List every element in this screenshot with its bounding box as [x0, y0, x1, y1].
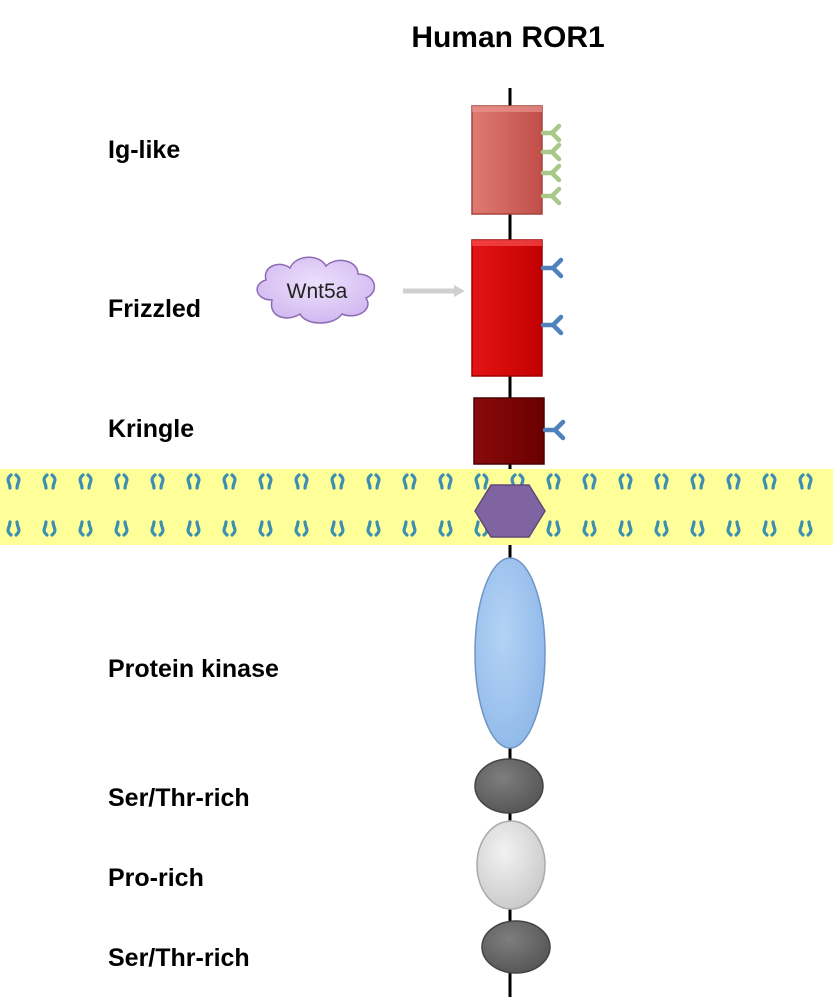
cloud-icon	[256, 256, 376, 324]
transmembrane-domain	[474, 484, 546, 538]
label-protein-kinase: Protein kinase	[108, 655, 279, 683]
frizzled-domain	[471, 239, 561, 377]
label-ser-thr-rich-1: Ser/Thr-rich	[108, 784, 250, 812]
wnt5a-ligand: Wnt5a	[256, 256, 376, 324]
ser-thr-rich-domain-1	[474, 758, 544, 814]
ser-thr-rich-domain-2	[481, 920, 551, 974]
pro-rich-domain	[476, 820, 546, 910]
cell-membrane	[0, 469, 833, 545]
label-ser-thr-rich-2: Ser/Thr-rich	[108, 944, 250, 972]
ig-like-domain	[471, 105, 559, 215]
label-ig-like: Ig-like	[108, 136, 180, 164]
glycosylation-icon	[543, 126, 559, 203]
label-pro-rich: Pro-rich	[108, 864, 204, 892]
kringle-domain	[473, 397, 563, 465]
arrow-right-icon	[403, 285, 465, 297]
label-frizzled: Frizzled	[108, 295, 201, 323]
glycosylation-icon	[543, 260, 561, 333]
wnt5a-label: Wnt5a	[287, 280, 348, 303]
label-kringle: Kringle	[108, 415, 194, 443]
protein-kinase-domain	[474, 557, 546, 749]
glycosylation-icon	[545, 422, 563, 438]
diagram-title: Human ROR1	[411, 21, 604, 54]
